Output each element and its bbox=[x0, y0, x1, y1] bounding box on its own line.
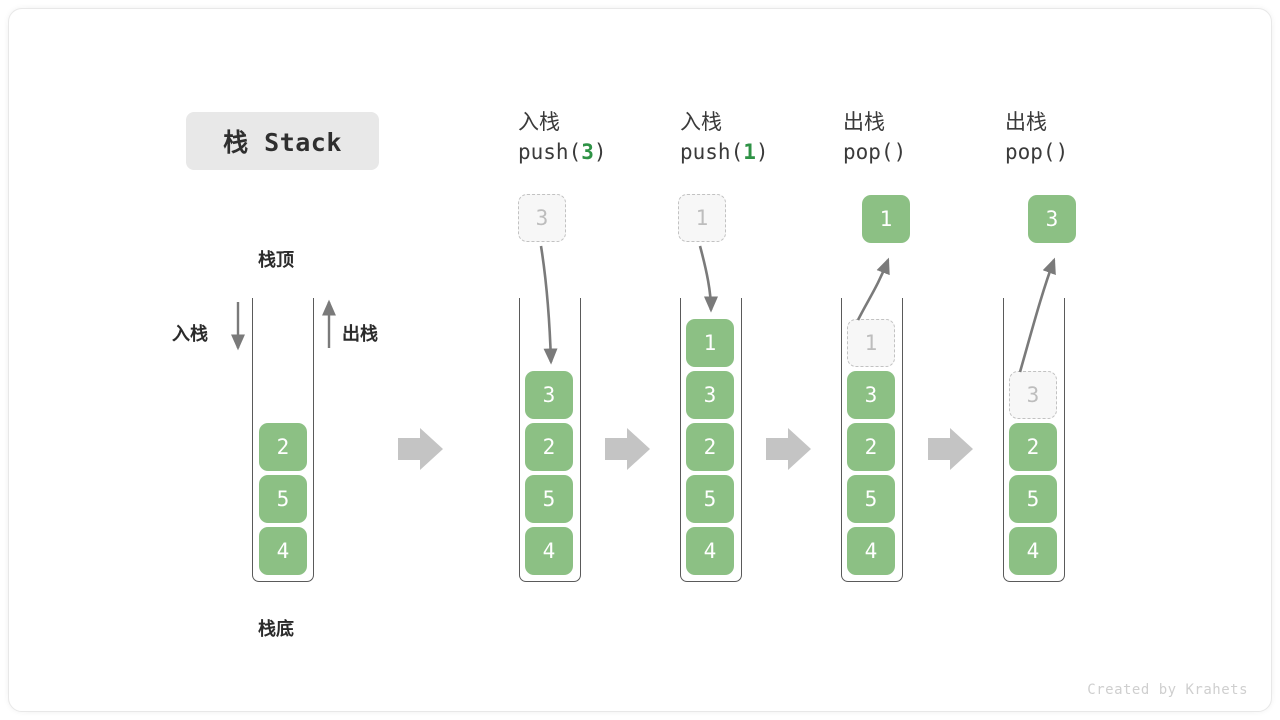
floating-element-push-3: 3 bbox=[518, 194, 566, 242]
stack-cell: 2 bbox=[1009, 423, 1057, 471]
stack-cell: 5 bbox=[1009, 475, 1057, 523]
credit-text: Created by Krahets bbox=[1087, 682, 1248, 698]
stack-container-push-3 bbox=[519, 298, 581, 582]
stack-cell: 3 bbox=[686, 371, 734, 419]
step-header-pop-1: 出栈 pop() bbox=[843, 107, 906, 168]
stack-cell: 2 bbox=[525, 423, 573, 471]
code-arg: 1 bbox=[743, 140, 756, 165]
code-prefix: pop( bbox=[843, 140, 894, 165]
code-suffix: ) bbox=[593, 140, 607, 165]
stack-cell: 4 bbox=[1009, 527, 1057, 575]
code-suffix: ) bbox=[1055, 140, 1069, 165]
step-code: pop() bbox=[843, 137, 906, 167]
diagram-title: 栈 Stack bbox=[186, 112, 379, 170]
stack-top-label: 栈顶 bbox=[258, 250, 294, 271]
stack-cell: 5 bbox=[847, 475, 895, 523]
code-suffix: ) bbox=[755, 140, 769, 165]
stack-cell: 2 bbox=[259, 423, 307, 471]
code-arg: 3 bbox=[581, 140, 594, 165]
stack-cell-ghost: 3 bbox=[1009, 371, 1057, 419]
push-direction-label: 入栈 bbox=[172, 324, 208, 345]
step-cn-label: 入栈 bbox=[518, 110, 560, 134]
step-code: push(1) bbox=[680, 137, 769, 167]
step-code: push(3) bbox=[518, 137, 607, 167]
stack-cell: 2 bbox=[686, 423, 734, 471]
code-suffix: ) bbox=[893, 140, 907, 165]
stack-cell: 1 bbox=[686, 319, 734, 367]
stack-cell: 3 bbox=[847, 371, 895, 419]
step-cn-label: 入栈 bbox=[680, 110, 722, 134]
stack-cell: 5 bbox=[525, 475, 573, 523]
floating-element-pop-2: 3 bbox=[1028, 195, 1076, 243]
stack-cell: 4 bbox=[686, 527, 734, 575]
code-prefix: push( bbox=[680, 140, 744, 165]
code-prefix: push( bbox=[518, 140, 582, 165]
code-prefix: pop( bbox=[1005, 140, 1056, 165]
step-header-push-1: 入栈 push(1) bbox=[680, 107, 769, 168]
floating-element-push-1: 1 bbox=[678, 194, 726, 242]
step-header-push-3: 入栈 push(3) bbox=[518, 107, 607, 168]
stack-bottom-label: 栈底 bbox=[258, 619, 294, 640]
stack-container-push-1 bbox=[680, 298, 742, 582]
stack-container-initial bbox=[252, 298, 314, 582]
stack-cell: 3 bbox=[525, 371, 573, 419]
step-code: pop() bbox=[1005, 137, 1068, 167]
stack-cell: 4 bbox=[847, 527, 895, 575]
stack-cell-ghost: 1 bbox=[847, 319, 895, 367]
stack-container-pop-1 bbox=[841, 298, 903, 582]
step-cn-label: 出栈 bbox=[1005, 110, 1047, 134]
stack-cell: 5 bbox=[686, 475, 734, 523]
step-cn-label: 出栈 bbox=[843, 110, 885, 134]
stack-cell: 4 bbox=[259, 527, 307, 575]
stack-cell: 5 bbox=[259, 475, 307, 523]
stack-container-pop-2 bbox=[1003, 298, 1065, 582]
pop-direction-label: 出栈 bbox=[342, 324, 378, 345]
floating-element-pop-1: 1 bbox=[862, 195, 910, 243]
stack-cell: 4 bbox=[525, 527, 573, 575]
step-header-pop-2: 出栈 pop() bbox=[1005, 107, 1068, 168]
stack-cell: 2 bbox=[847, 423, 895, 471]
